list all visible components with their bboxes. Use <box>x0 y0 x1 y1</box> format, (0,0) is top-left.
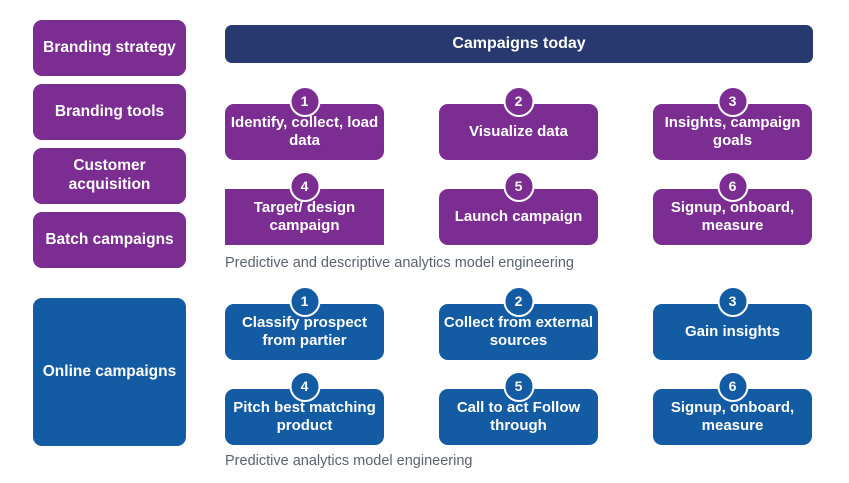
step-number-badge: 6 <box>717 171 748 202</box>
step-card-blue-4[interactable]: 4 Pitch best matching product <box>225 371 384 445</box>
step-card-blue-5[interactable]: 5 Call to act Follow through <box>439 371 598 445</box>
banner-title: Campaigns today <box>452 35 586 52</box>
sidebar-item-online-campaigns[interactable]: Online campaigns <box>33 298 186 446</box>
step-card-purple-5[interactable]: 5 Launch campaign <box>439 171 598 245</box>
step-number-badge: 1 <box>289 86 320 117</box>
step-card-purple-6[interactable]: 6 Signup, onboard, measure <box>653 171 812 245</box>
step-box: 3 Insights, campaign goals <box>653 86 812 160</box>
step-box: 4 Pitch best matching product <box>225 371 384 445</box>
sidebar-purple-group: Branding strategy Branding tools Custome… <box>33 20 186 268</box>
step-label: Identify, collect, load data <box>230 114 379 149</box>
sidebar-item-label: Online campaigns <box>42 362 177 380</box>
step-label: Target/ design campaign <box>253 199 356 234</box>
sidebar-item-customer-acquisition[interactable]: Customer acquisition <box>33 148 186 204</box>
step-label: Classify prospect from partier <box>241 314 368 349</box>
sidebar-item-label: Customer acquisition <box>68 157 151 193</box>
step-label: Collect from external sources <box>443 314 594 349</box>
sidebar-item-branding-strategy[interactable]: Branding strategy <box>33 20 186 76</box>
sidebar-item-batch-campaigns[interactable]: Batch campaigns <box>33 212 186 268</box>
step-number-badge: 6 <box>717 371 748 402</box>
step-box: 4 Target/ design campaign <box>225 171 384 245</box>
step-number-badge: 5 <box>503 171 534 202</box>
step-number-badge: 3 <box>717 286 748 317</box>
step-number-badge: 4 <box>289 171 320 202</box>
step-box: 1 Classify prospect from partier <box>225 286 384 360</box>
step-label: Call to act Follow through <box>456 399 581 434</box>
step-number-badge: 4 <box>289 371 320 402</box>
step-label: Pitch best matching product <box>233 399 376 434</box>
sidebar-item-label: Branding tools <box>54 102 165 120</box>
step-label: Visualize data <box>469 123 568 140</box>
step-box: 2 Visualize data <box>439 86 598 160</box>
step-card-purple-3[interactable]: 3 Insights, campaign goals <box>653 86 812 160</box>
step-label: Launch campaign <box>454 208 583 225</box>
step-card-blue-1[interactable]: 1 Classify prospect from partier <box>225 286 384 360</box>
step-card-blue-6[interactable]: 6 Signup, onboard, measure <box>653 371 812 445</box>
step-box: 2 Collect from external sources <box>439 286 598 360</box>
step-card-blue-2[interactable]: 2 Collect from external sources <box>439 286 598 360</box>
step-box: 6 Signup, onboard, measure <box>653 371 812 445</box>
step-label: Gain insights <box>684 323 780 340</box>
section-caption-predictive: Predictive analytics model engineering <box>225 453 473 469</box>
step-number-badge: 5 <box>503 371 534 402</box>
step-label: Insights, campaign goals <box>664 114 801 149</box>
step-card-purple-2[interactable]: 2 Visualize data <box>439 86 598 160</box>
step-box: 3 Gain insights <box>653 286 812 360</box>
step-card-purple-4[interactable]: 4 Target/ design campaign <box>225 171 384 245</box>
step-card-blue-3[interactable]: 3 Gain insights <box>653 286 812 360</box>
sidebar-item-label: Branding strategy <box>43 38 176 56</box>
step-number-badge: 2 <box>503 286 534 317</box>
step-number-badge: 2 <box>503 86 534 117</box>
sidebar-item-branding-tools[interactable]: Branding tools <box>33 84 186 140</box>
step-number-badge: 3 <box>717 86 748 117</box>
step-label: Signup, onboard, measure <box>670 399 795 434</box>
section-caption-predictive-descriptive: Predictive and descriptive analytics mod… <box>225 255 574 271</box>
step-box: 6 Signup, onboard, measure <box>653 171 812 245</box>
step-box: 5 Launch campaign <box>439 171 598 245</box>
step-number-badge: 1 <box>289 286 320 317</box>
step-box: 5 Call to act Follow through <box>439 371 598 445</box>
step-label: Signup, onboard, measure <box>670 199 795 234</box>
step-card-purple-1[interactable]: 1 Identify, collect, load data <box>225 86 384 160</box>
step-box: 1 Identify, collect, load data <box>225 86 384 160</box>
sidebar-item-label: Batch campaigns <box>45 230 174 248</box>
section-header-campaigns-today: Campaigns today <box>225 25 813 63</box>
